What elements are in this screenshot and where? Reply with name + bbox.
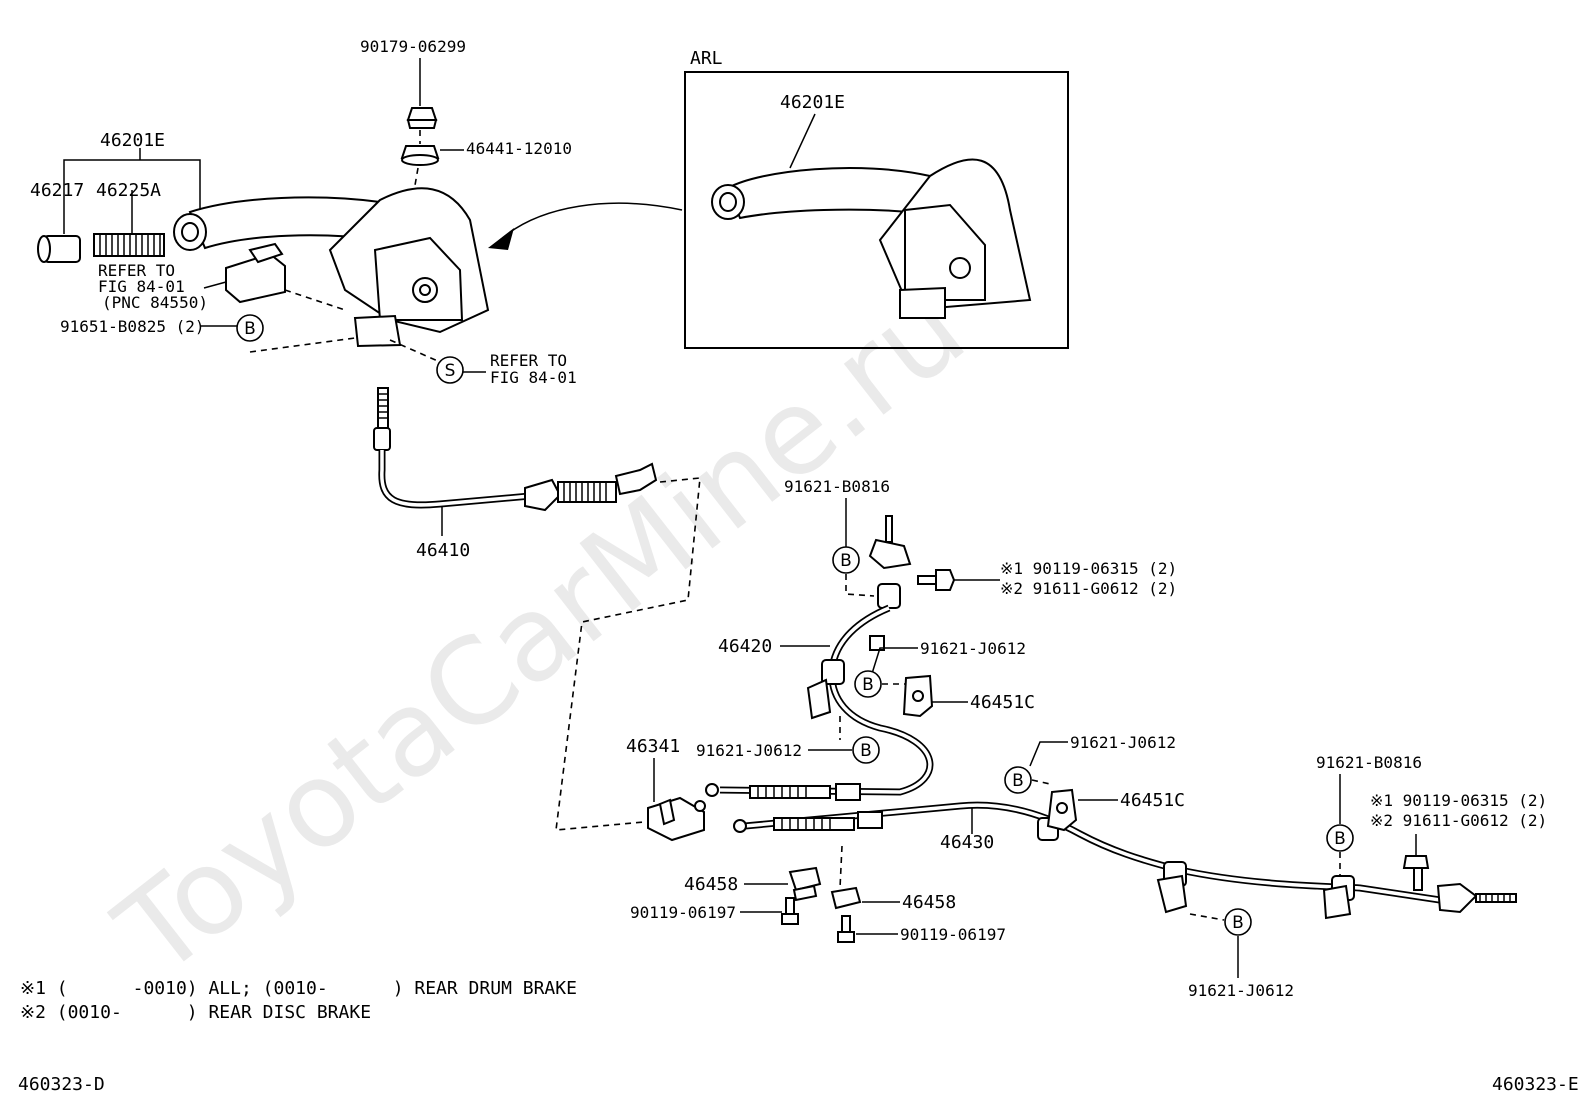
part-label: 46410	[416, 540, 470, 561]
inset-arl: ARL 46201E	[684, 48, 1069, 349]
leader-line	[869, 647, 918, 681]
svg-text:B: B	[840, 551, 852, 571]
brake-switch-part	[225, 242, 286, 304]
front-cable-part	[373, 387, 658, 512]
part-label: 46201E	[100, 130, 165, 151]
svg-text:B: B	[1012, 771, 1024, 791]
leader-line	[389, 339, 441, 363]
part-label: 46458	[902, 892, 956, 913]
callout-b: B	[832, 546, 860, 574]
inset-frame	[684, 71, 1069, 349]
inset-label: ARL	[690, 48, 723, 69]
part-label: (PNC 84550)	[102, 293, 208, 312]
callout-b: B	[236, 314, 264, 342]
leader-line	[284, 289, 346, 311]
rear-cable-lh-part	[733, 801, 1517, 920]
part-label: 91621-J0612	[1188, 981, 1294, 1000]
leader-line	[63, 159, 201, 234]
part-label: 46225A	[96, 180, 161, 201]
part-label: ※2 91611-G0612 (2)	[1000, 579, 1177, 598]
leader-line	[203, 281, 227, 289]
footnote-2: ※2 (0010- ) REAR DISC BRAKE	[20, 1002, 371, 1023]
connection-line	[1189, 913, 1225, 921]
connection-line	[1031, 779, 1051, 785]
leader-line	[1029, 741, 1068, 767]
callout-s: S	[436, 356, 464, 384]
rear-cable-rh-part	[705, 515, 934, 801]
footnote-1: ※1 ( -0010) ALL; (0010- ) REAR DRUM BRAK…	[20, 978, 577, 999]
part-label: ※2 91611-G0612 (2)	[1370, 811, 1547, 830]
svg-text:S: S	[445, 361, 456, 381]
clip-part	[788, 866, 822, 902]
connection-line	[555, 477, 701, 831]
part-label: 46441-12010	[466, 139, 572, 158]
svg-text:B: B	[244, 319, 256, 339]
leader-line	[789, 113, 816, 169]
callout-b: B	[1004, 766, 1032, 794]
leader-line	[249, 337, 356, 353]
inset-part-number: 46201E	[780, 92, 845, 113]
reference-arrow	[488, 202, 683, 250]
part-label: FIG 84-01	[98, 277, 185, 296]
lever-assembly	[37, 107, 490, 363]
part-label: 46341	[626, 736, 680, 757]
bolt-icon	[781, 897, 799, 925]
part-label: 91621-B0816	[784, 477, 890, 496]
callout-b: B	[1224, 908, 1252, 936]
part-label: REFER TO	[490, 351, 567, 370]
part-label: 46217	[30, 180, 84, 201]
illustration-code-left: 460323-D	[18, 1074, 105, 1095]
part-label: REFER TO	[98, 261, 175, 280]
bracket-part	[1046, 788, 1078, 832]
part-label: 46451C	[970, 692, 1035, 713]
part-label: 90179-06299	[360, 37, 466, 56]
callout-b: B	[854, 670, 882, 698]
svg-text:B: B	[862, 675, 874, 695]
equalizer-part	[647, 796, 706, 842]
part-label: 46458	[684, 874, 738, 895]
svg-text:B: B	[860, 741, 872, 761]
callout-b: B	[1326, 824, 1354, 852]
svg-text:B: B	[1232, 913, 1244, 933]
part-label: 91621-B0816	[1316, 753, 1422, 772]
grip-cap-part	[37, 235, 81, 263]
part-label: 90119-06197	[630, 903, 736, 922]
parking-lever-part	[173, 187, 490, 348]
part-label: 91621-J0612	[920, 639, 1026, 658]
bracket-part	[902, 674, 934, 718]
part-label: 91621-J0612	[1070, 733, 1176, 752]
nut-icon	[406, 107, 438, 129]
washer-nut-icon	[400, 145, 440, 166]
spring-part	[93, 233, 165, 257]
part-label: 91651-B0825 (2)	[60, 317, 205, 336]
part-label: 46420	[718, 636, 772, 657]
clip-part	[830, 886, 862, 910]
callout-b: B	[852, 736, 880, 764]
connection-line	[845, 574, 875, 597]
connection-line	[839, 845, 843, 889]
bolt-icon	[837, 915, 855, 943]
illustration-code-right: 460323-E	[1492, 1074, 1579, 1095]
part-label: ※1 90119-06315 (2)	[1370, 791, 1547, 810]
part-label: 90119-06197	[900, 925, 1006, 944]
part-label: ※1 90119-06315 (2)	[1000, 559, 1177, 578]
bolt-icon	[917, 569, 956, 591]
part-label: 91621-J0612	[696, 741, 802, 760]
part-label: 46430	[940, 832, 994, 853]
inset-lever-part	[711, 158, 1032, 319]
svg-text:B: B	[1334, 829, 1346, 849]
bolt-icon	[1402, 855, 1430, 891]
part-label: FIG 84-01	[490, 368, 577, 387]
part-label: 46451C	[1120, 790, 1185, 811]
